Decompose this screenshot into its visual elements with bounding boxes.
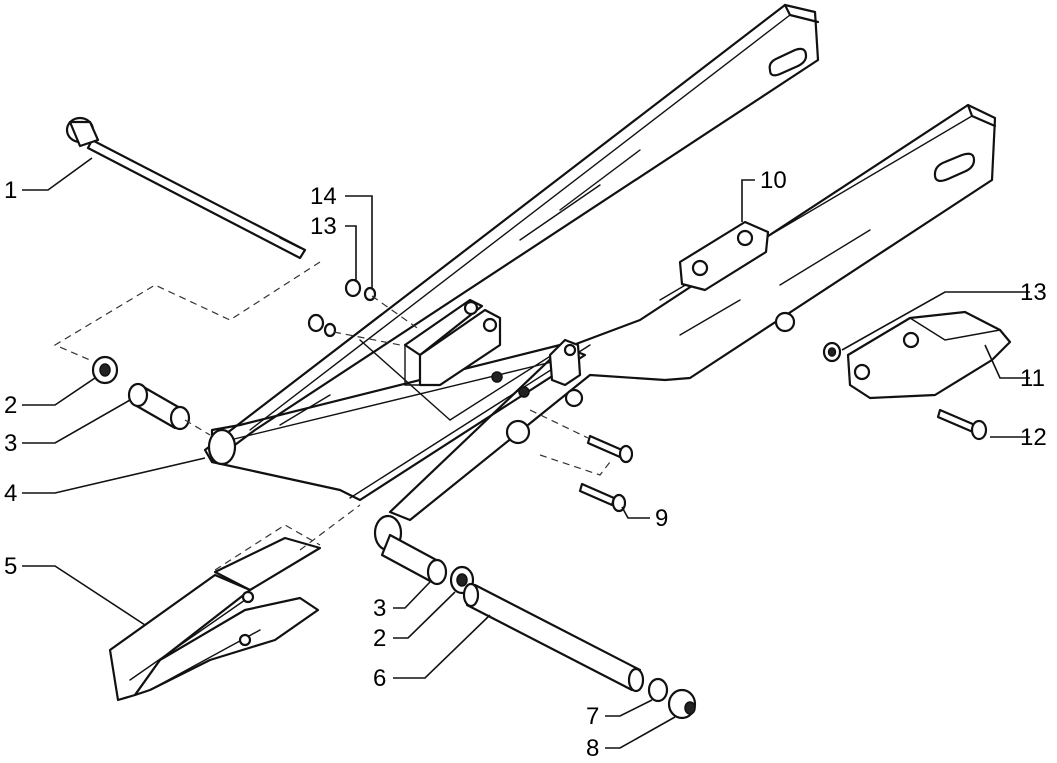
leader-lines [22,157,1030,749]
callout-5: 5 [4,553,17,580]
callout-9: 9 [655,505,668,532]
part-10-bracket-plate [678,220,770,292]
callout-14: 14 [310,183,337,210]
part-11-cover [846,310,1012,400]
callout-2-left: 2 [4,392,17,419]
callout-10: 10 [760,167,787,194]
callout-6: 6 [373,665,386,692]
callout-13-upper: 13 [310,213,337,240]
axle-slot-right [933,152,976,183]
callout-12: 12 [1020,424,1047,451]
part-9-screws [529,409,634,513]
part-13-nut-right [822,341,842,363]
callout-8: 8 [586,735,599,762]
part-7-8-washer-nut [647,677,697,720]
part-3-2-right [380,533,475,595]
callout-4: 4 [4,480,17,507]
swingarm-frame [203,3,997,552]
callout-2-right: 2 [373,625,386,652]
callout-3-left: 3 [4,430,17,457]
part-1-pivot-bolt [53,116,321,361]
part-13-14-nuts-washers [307,278,421,346]
part-6-spindle [462,582,645,693]
callout-11: 11 [1020,365,1045,392]
callout-3-right: 3 [373,595,386,622]
callout-7: 7 [586,703,599,730]
callout-13-right: 13 [1020,279,1047,306]
callout-labels: 1 14 13 10 13 11 12 2 3 4 9 5 3 2 6 7 8 [4,167,1047,762]
callout-1: 1 [4,177,17,204]
part-5-chain-guard [108,504,361,702]
part-2-3-left [91,355,211,436]
axle-slot-left [768,47,808,77]
part-12-bolt [936,408,988,441]
